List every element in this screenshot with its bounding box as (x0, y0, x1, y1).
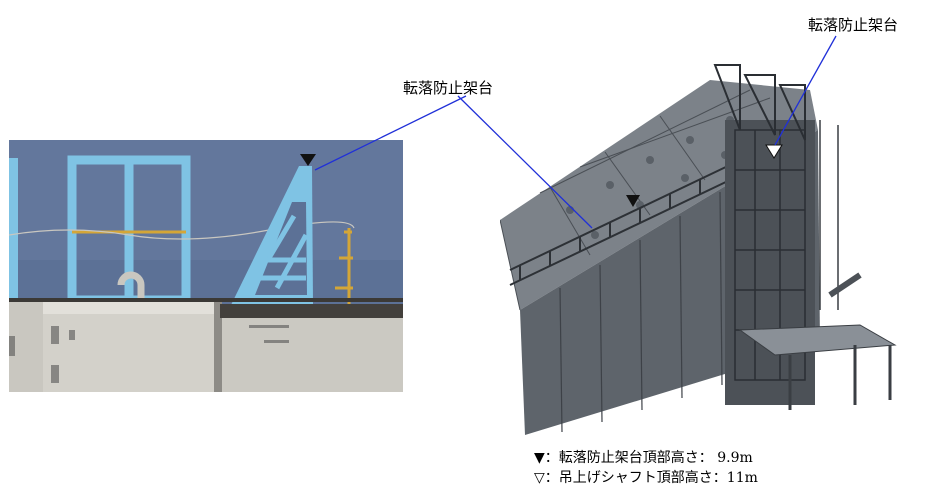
3d-render (499, 60, 925, 435)
hollow-triangle-icon: ▽ (534, 470, 545, 486)
site-photo-illustration (9, 140, 403, 392)
legend-row-shaft-height: ▽：吊上げシャフト頂部高さ：11m (534, 468, 758, 488)
3d-render-illustration (499, 64, 897, 435)
legend-row-frame-height: ▼：転落防止架台頂部高さ： 9.9m (534, 448, 758, 468)
height-legend: ▼：転落防止架台頂部高さ： 9.9m ▽：吊上げシャフト頂部高さ：11m (534, 448, 758, 488)
legend-text-frame-height: ：転落防止架台頂部高さ： 9.9m (544, 450, 753, 466)
render-callout-label: 転落防止架台 (808, 16, 899, 34)
site-photo (9, 140, 403, 392)
legend-text-shaft-height: ：吊上げシャフト頂部高さ：11m (544, 470, 758, 486)
filled-triangle-icon: ▼ (534, 450, 545, 466)
photo-callout-label: 転落防止架台 (403, 79, 494, 97)
